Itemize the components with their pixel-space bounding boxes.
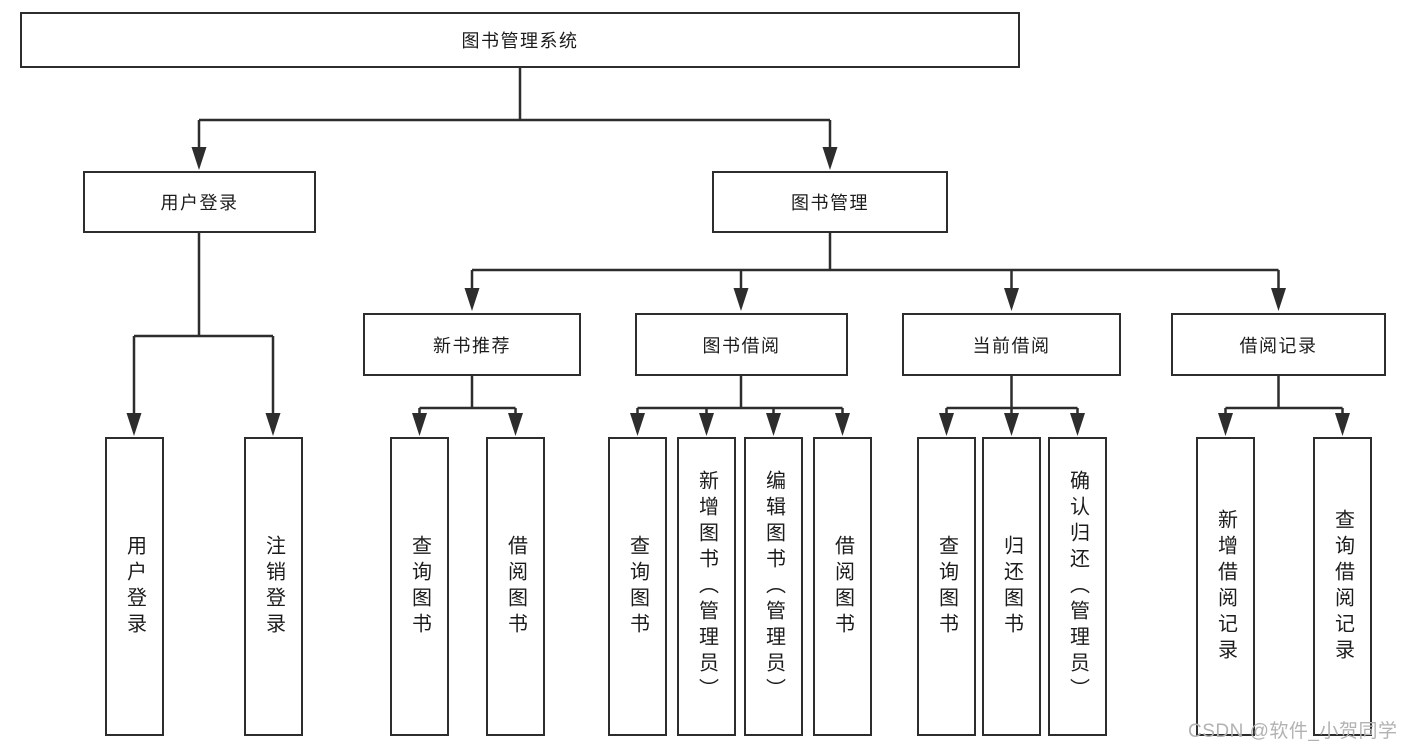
node-book-management: 图书管理 xyxy=(712,171,948,233)
leaf-query-books-2: 查询图书 xyxy=(608,437,667,736)
node-book-borrowing: 图书借阅 xyxy=(635,313,848,376)
leaf-return-books: 归还图书 xyxy=(982,437,1041,736)
arrowhead xyxy=(508,413,523,436)
leaf-add-borrow-record-label: 新增借阅记录 xyxy=(1214,508,1237,665)
arrowhead xyxy=(126,413,142,436)
arrowhead xyxy=(733,288,749,311)
leaf-borrow-books-2: 借阅图书 xyxy=(813,437,872,736)
leaf-query-books-1-label: 查询图书 xyxy=(408,534,431,639)
leaf-confirm-return-admin: 确认归还（管理员） xyxy=(1048,437,1107,736)
arrowhead xyxy=(822,147,838,170)
arrowhead xyxy=(412,413,427,436)
leaf-query-books-1: 查询图书 xyxy=(390,437,449,736)
arrowhead xyxy=(1218,413,1233,436)
node-current-borrowing: 当前借阅 xyxy=(902,313,1121,376)
leaf-query-books-2-label: 查询图书 xyxy=(626,534,649,639)
arrowhead xyxy=(464,288,480,311)
connector-root-to-level2 xyxy=(191,68,838,170)
leaf-query-borrow-record: 查询借阅记录 xyxy=(1313,437,1372,736)
leaf-user-login: 用户登录 xyxy=(105,437,164,736)
node-user-login: 用户登录 xyxy=(83,171,316,233)
leaf-borrow-books-1-label: 借阅图书 xyxy=(504,534,527,639)
leaf-query-borrow-record-label: 查询借阅记录 xyxy=(1331,508,1354,665)
arrowhead xyxy=(1004,413,1019,436)
leaf-query-books-3: 查询图书 xyxy=(917,437,976,736)
arrowhead xyxy=(1004,288,1019,311)
arrowhead xyxy=(939,413,954,436)
arrowhead xyxy=(766,413,781,436)
node-borrowing-records: 借阅记录 xyxy=(1171,313,1386,376)
leaf-confirm-return-admin-label: 确认归还（管理员） xyxy=(1066,469,1089,704)
connector-book-management-children xyxy=(464,233,1286,311)
leaf-add-book-admin-label: 新增图书（管理员） xyxy=(695,469,718,704)
csdn-watermark: CSDN @软件_小贺同学 xyxy=(1188,721,1398,742)
connector-borrowing-records-children xyxy=(1218,376,1350,436)
arrowhead xyxy=(699,413,714,436)
arrowhead xyxy=(191,147,207,170)
leaf-logout: 注销登录 xyxy=(244,437,303,736)
leaf-borrow-books-2-label: 借阅图书 xyxy=(831,534,854,639)
leaf-borrow-books-1: 借阅图书 xyxy=(486,437,545,736)
arrowhead xyxy=(1271,288,1286,311)
leaf-return-books-label: 归还图书 xyxy=(1000,534,1023,639)
connector-user-login-children xyxy=(126,233,281,436)
arrowhead xyxy=(1335,413,1350,436)
arrowhead xyxy=(835,413,850,436)
node-new-book-recommend: 新书推荐 xyxy=(363,313,581,376)
arrowhead xyxy=(630,413,645,436)
leaf-query-books-3-label: 查询图书 xyxy=(935,534,958,639)
leaf-edit-book-admin-label: 编辑图书（管理员） xyxy=(762,469,785,704)
leaf-logout-label: 注销登录 xyxy=(262,534,285,639)
arrowhead xyxy=(265,413,281,436)
node-root: 图书管理系统 xyxy=(20,12,1020,68)
leaf-edit-book-admin: 编辑图书（管理员） xyxy=(744,437,803,736)
connector-book-borrowing-children xyxy=(630,376,850,436)
leaf-user-login-label: 用户登录 xyxy=(123,534,146,639)
leaf-add-book-admin: 新增图书（管理员） xyxy=(677,437,736,736)
leaf-add-borrow-record: 新增借阅记录 xyxy=(1196,437,1255,736)
arrowhead xyxy=(1070,413,1085,436)
connector-new-book-recommend-children xyxy=(412,376,523,436)
connector-current-borrowing-children xyxy=(939,376,1085,436)
